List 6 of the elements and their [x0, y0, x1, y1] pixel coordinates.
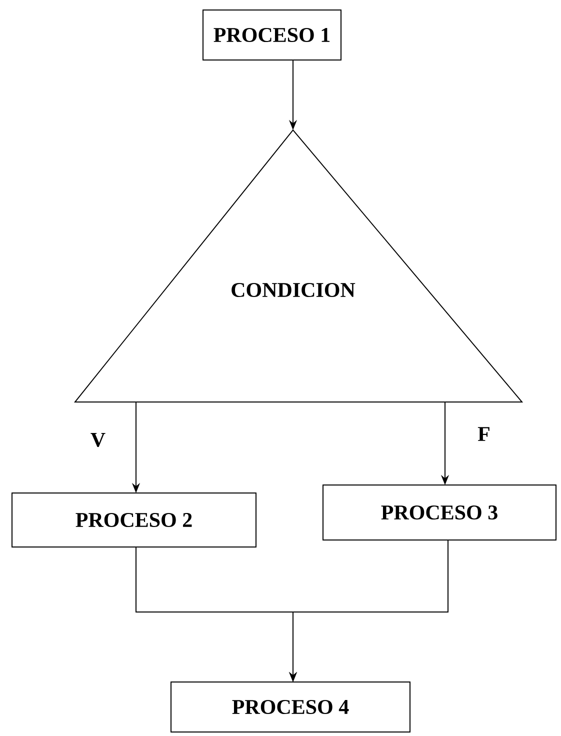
process-box: PROCESO 4	[170, 682, 410, 732]
edge-label: V	[89, 432, 107, 448]
edge-label: F	[476, 426, 492, 442]
process-box: PROCESO 1	[202, 10, 342, 60]
process-box: PROCESO 2	[12, 492, 256, 548]
process-box: PROCESO 3	[322, 484, 556, 540]
